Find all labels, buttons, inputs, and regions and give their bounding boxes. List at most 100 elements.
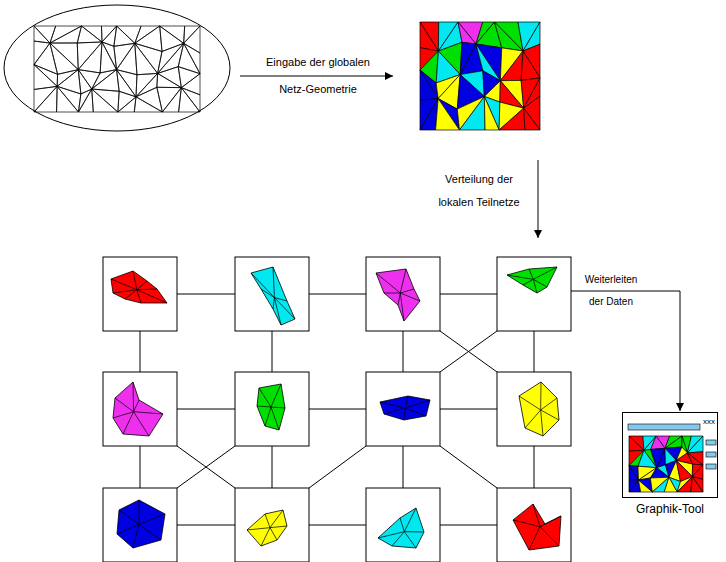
subnet-edge bbox=[529, 269, 533, 279]
subnet-edge bbox=[115, 398, 134, 412]
subnet-edge bbox=[540, 527, 559, 546]
subnet-edge bbox=[134, 400, 139, 412]
mesh-triangle bbox=[420, 22, 438, 51]
mesh-triangle bbox=[677, 477, 692, 492]
subnet-edges bbox=[113, 382, 163, 436]
processor-box bbox=[366, 372, 440, 446]
subnet-edge bbox=[133, 271, 137, 290]
subnet-edge bbox=[274, 298, 295, 319]
subnet-edge bbox=[519, 396, 541, 410]
network-link bbox=[177, 525, 235, 526]
network-link bbox=[309, 294, 366, 295]
subnet-edge bbox=[541, 398, 557, 410]
subnet-edge bbox=[137, 289, 157, 291]
mesh-triangle bbox=[459, 96, 485, 130]
mesh-triangle bbox=[57, 86, 81, 112]
network-link bbox=[440, 446, 497, 488]
processor-box bbox=[366, 257, 440, 331]
subnet-edge bbox=[400, 293, 420, 301]
subnet-edge bbox=[400, 289, 414, 293]
distribution-arrow bbox=[538, 160, 539, 238]
network-link bbox=[440, 409, 497, 410]
mesh-triangle bbox=[691, 477, 703, 492]
network-link bbox=[309, 409, 366, 410]
mesh-triangle bbox=[484, 96, 500, 130]
subnet-edge bbox=[540, 382, 541, 410]
subnet bbox=[376, 269, 420, 321]
subnet-edge bbox=[271, 407, 279, 430]
subnet-edge bbox=[273, 298, 274, 309]
mesh-triangle bbox=[500, 48, 523, 81]
subnet-edge bbox=[404, 508, 416, 532]
subnet-edge bbox=[270, 526, 287, 528]
subnet bbox=[378, 508, 424, 548]
mesh-triangle bbox=[665, 436, 682, 448]
mesh-triangle bbox=[50, 26, 82, 43]
mini-mesh bbox=[629, 436, 703, 492]
network-link bbox=[440, 294, 497, 295]
subnet-edge bbox=[137, 281, 147, 290]
subnet bbox=[111, 271, 167, 303]
menu-bar bbox=[706, 440, 716, 445]
graphics-window: xxxGraphik-Tool bbox=[622, 412, 718, 498]
subnet-edge bbox=[247, 528, 270, 530]
network-link bbox=[177, 446, 235, 488]
mesh-triangle bbox=[629, 436, 644, 450]
processor bbox=[103, 372, 177, 446]
subnet-edges bbox=[251, 267, 295, 325]
mesh-triangle bbox=[78, 89, 93, 112]
processor-box bbox=[497, 488, 571, 562]
network-link bbox=[140, 331, 141, 372]
mesh-triangle bbox=[651, 436, 665, 449]
processor bbox=[103, 488, 177, 562]
mesh-triangle bbox=[650, 468, 669, 478]
subnet-edge bbox=[271, 407, 285, 408]
subnet bbox=[247, 510, 287, 546]
mesh-triangle bbox=[458, 22, 476, 44]
processor-box bbox=[497, 257, 571, 331]
subnet-edge bbox=[525, 410, 541, 428]
mesh-triangle bbox=[665, 436, 682, 448]
processor bbox=[497, 488, 571, 562]
mesh-triangle bbox=[524, 108, 540, 130]
processor-box bbox=[366, 488, 440, 562]
window-caption: Graphik-Tool bbox=[636, 502, 704, 516]
processors bbox=[103, 257, 571, 562]
mesh-triangle bbox=[117, 70, 136, 97]
processor-box bbox=[235, 372, 309, 446]
mesh-triangle bbox=[34, 26, 56, 43]
subnet-edge bbox=[533, 279, 537, 293]
subnet-edge bbox=[507, 275, 533, 279]
mesh-triangle bbox=[687, 436, 703, 453]
subnet-edge bbox=[529, 527, 540, 550]
mesh-triangle bbox=[664, 477, 677, 492]
subnet bbox=[113, 382, 163, 436]
mesh-triangle bbox=[34, 86, 57, 112]
network-link bbox=[309, 525, 366, 526]
processor bbox=[497, 257, 571, 331]
subnet-edge bbox=[404, 531, 424, 532]
subnet-edge bbox=[134, 412, 163, 414]
subnet-edge bbox=[400, 518, 404, 532]
subnet-edges bbox=[257, 384, 285, 430]
subnet-edge bbox=[261, 289, 274, 298]
processor bbox=[366, 488, 440, 562]
network-link bbox=[440, 331, 497, 372]
subnet-edge bbox=[540, 516, 561, 527]
subnet-edge bbox=[265, 514, 270, 528]
subnet-edges bbox=[519, 382, 559, 436]
mesh-triangle bbox=[484, 96, 499, 130]
subnet-edge bbox=[133, 382, 135, 412]
menu-bar bbox=[706, 452, 716, 457]
processor-box bbox=[103, 257, 177, 331]
annotation-label: Verteilung der lokalen Teilnetze bbox=[428, 168, 530, 214]
mesh-triangle bbox=[135, 43, 158, 74]
network-link bbox=[177, 294, 235, 295]
mesh-triangle bbox=[420, 22, 439, 51]
subnet-edges bbox=[507, 267, 557, 293]
mesh-triangle bbox=[687, 436, 703, 453]
subnet-edge bbox=[405, 400, 430, 408]
subnet-edges bbox=[111, 271, 167, 303]
mesh-triangle bbox=[136, 73, 158, 96]
network-link bbox=[272, 446, 273, 488]
